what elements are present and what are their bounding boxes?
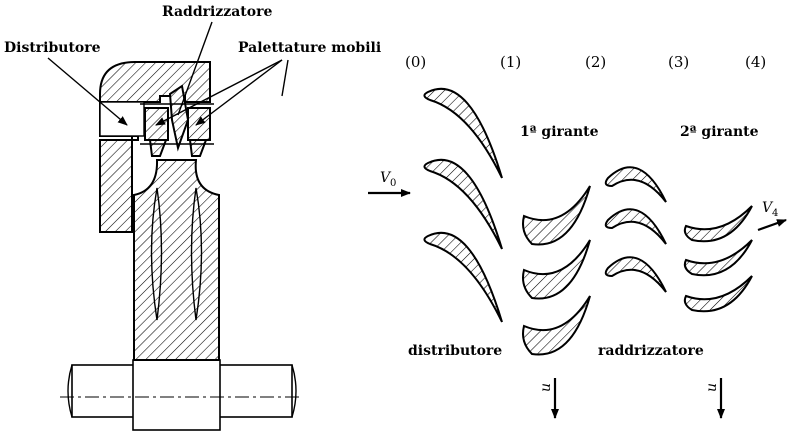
v0-subscript: 0 [390, 178, 396, 189]
rotor-disk [133, 159, 220, 361]
leader-palettature-2 [195, 59, 283, 126]
rotor-1-blades [522, 185, 591, 356]
stage-0-label: (0) [405, 53, 426, 71]
v4-label: V [762, 200, 774, 216]
u-label-1: u [538, 383, 554, 392]
leader-palettature-1 [155, 59, 283, 126]
outlet-velocity-arrow [757, 218, 787, 232]
label-raddrizzatore: Raddrizzatore [162, 4, 272, 20]
label-raddrizzatore-row: raddrizzatore [598, 343, 704, 359]
label-distributore: Distributore [4, 40, 101, 56]
blade-cascade: (0) (1) (2) (3) (4) 1ª girante 2ª girant… [368, 53, 787, 419]
label-girante-1: 1ª girante [520, 124, 599, 140]
turbine-section-view: Raddrizzatore Distributore Palettature m… [4, 4, 381, 431]
v0-label: V [380, 170, 392, 186]
label-palettature-mobili: Palettature mobili [238, 40, 381, 56]
leader-raddrizzatore [177, 21, 213, 116]
stage-1-label: (1) [500, 53, 521, 71]
label-distributore-row: distributore [408, 343, 502, 359]
distributor-blades [423, 87, 503, 323]
section-blades [140, 84, 214, 157]
stage-4-label: (4) [745, 53, 766, 71]
straightener-blades [604, 166, 667, 293]
u-label-2: u [704, 383, 720, 392]
v4-subscript: 4 [772, 208, 778, 219]
rotor-2-blades [683, 205, 753, 313]
stage-2-label: (2) [585, 53, 606, 71]
stage-3-label: (3) [668, 53, 689, 71]
leader-distributore [47, 57, 128, 126]
label-girante-2: 2ª girante [680, 124, 759, 140]
shaft [60, 359, 300, 431]
